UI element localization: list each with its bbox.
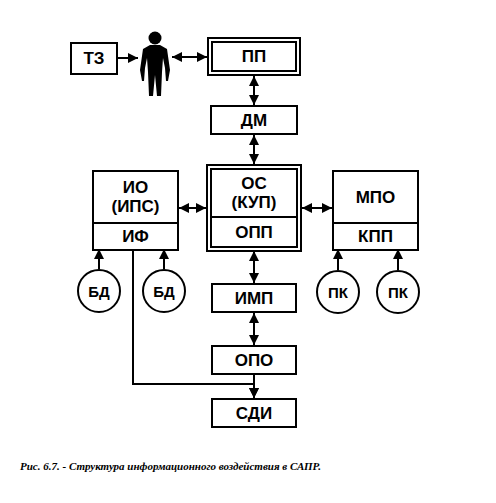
- process-box: ТЗ: [70, 42, 118, 75]
- label-area: СДИ: [213, 400, 295, 426]
- leader-arrow: [172, 56, 207, 58]
- connector-arrow: [253, 76, 255, 105]
- person-head: [149, 32, 162, 45]
- connector-arrow: [253, 375, 255, 398]
- box-label: БД: [88, 282, 109, 301]
- process-box: ПП: [207, 37, 301, 76]
- label-area: ИФ: [94, 224, 177, 249]
- box-label: ПК: [328, 283, 348, 302]
- database-circle: ПК: [376, 270, 420, 314]
- box-label: ПК: [388, 283, 408, 302]
- label-area: ОПО: [213, 347, 295, 373]
- connector-arrow: [302, 207, 332, 209]
- process-box: ОПО: [211, 345, 297, 375]
- label-area: ОПП: [212, 218, 296, 246]
- label-area: ПК: [378, 272, 418, 312]
- box-label: ОПО: [235, 351, 274, 370]
- label-area: МПО: [334, 172, 417, 222]
- label-area: ИМП: [213, 285, 295, 311]
- connector-arrow: [133, 249, 254, 398]
- label-area: ПП: [213, 43, 295, 70]
- box-label: ДМ: [241, 111, 267, 130]
- box-label: ИО (ИПС): [105, 178, 167, 216]
- label-area: ПК: [318, 272, 358, 312]
- box-label: КПП: [358, 227, 393, 246]
- sub-box: ИФ: [94, 222, 177, 249]
- connector-arrow: [253, 135, 255, 164]
- box-label: ПП: [242, 47, 266, 66]
- connector-arrow: [337, 249, 339, 270]
- connector-arrow: [98, 249, 100, 269]
- process-box: ОС (КУП) ОПП: [206, 164, 302, 252]
- box-label: БД: [153, 282, 174, 301]
- process-box: СДИ: [211, 398, 297, 428]
- label-area: БД: [144, 271, 184, 311]
- box-label: ТЗ: [83, 49, 104, 68]
- connector-arrow: [253, 313, 255, 345]
- box-label: ИМП: [235, 289, 274, 308]
- connector-layer: [99, 76, 398, 398]
- connector-arrow: [179, 207, 206, 209]
- person-body: [140, 45, 170, 96]
- connector-arrow: [397, 249, 399, 270]
- box-label: ИФ: [122, 227, 149, 246]
- process-box: ИМП: [211, 283, 297, 313]
- label-area: ОС (КУП): [212, 170, 296, 216]
- box-label: СДИ: [236, 404, 272, 423]
- figure-caption: Рис. 6.7. - Структура информационного во…: [20, 460, 490, 472]
- box-label: ОПП: [235, 223, 273, 242]
- process-box: МПО КПП: [332, 170, 419, 251]
- database-circle: БД: [142, 269, 186, 313]
- sub-box: ОПП: [212, 216, 296, 246]
- person-figure: [140, 32, 170, 97]
- database-circle: ПК: [316, 270, 360, 314]
- label-area: ТЗ: [72, 44, 116, 73]
- sub-box: КПП: [334, 222, 417, 249]
- leader-arrow: [118, 57, 138, 59]
- label-area: КПП: [334, 224, 417, 249]
- label-area: ДМ: [212, 107, 296, 133]
- process-box: ИО (ИПС) ИФ: [92, 170, 179, 251]
- box-label: МПО: [356, 188, 396, 207]
- connector-arrow: [163, 249, 165, 269]
- connector-arrow: [253, 251, 255, 283]
- process-box: ДМ: [210, 105, 298, 135]
- label-area: ИО (ИПС): [94, 172, 177, 222]
- box-label: ОС (КУП): [223, 174, 285, 212]
- database-circle: БД: [77, 269, 121, 313]
- label-area: БД: [79, 271, 119, 311]
